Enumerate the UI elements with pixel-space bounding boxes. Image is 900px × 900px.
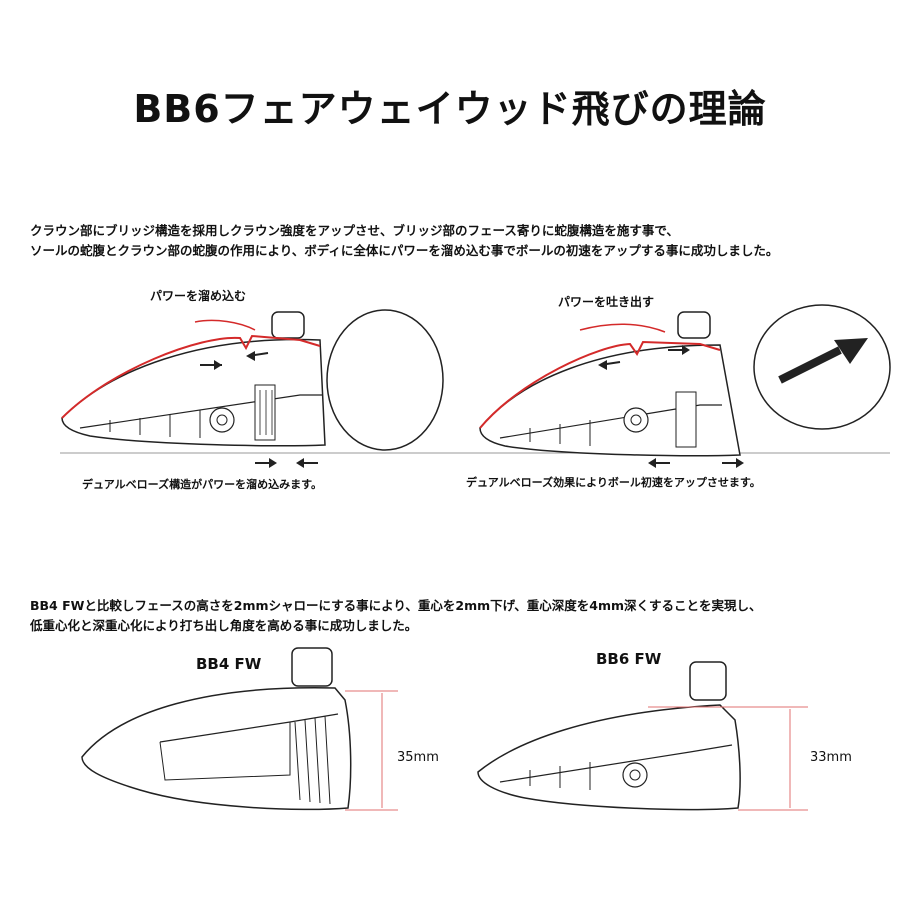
page-title: BB6フェアウェイウッド飛びの理論 (133, 87, 767, 131)
section1-text: クラウン部にブリッジ構造を採用しクラウン強度をアップさせ、ブリッジ部のフェース寄… (30, 221, 880, 261)
hosel-icon-3 (291, 647, 333, 687)
bb4-height-value: 35mm (397, 750, 439, 765)
section2-line2: 低重心化と深重心化により打ち出し角度を高める事に成功しました。 (30, 618, 418, 633)
sole-emblem-icon-3 (622, 762, 648, 788)
section1-line2: ソールの蛇腹とクラウン部の蛇腹の作用により、ボディに全体にパワーを溜め込む事でボ… (30, 243, 779, 258)
section1-line1: クラウン部にブリッジ構造を採用しクラウン強度をアップさせ、ブリッジ部のフェース寄… (30, 223, 679, 238)
launch-arrow-icon (778, 346, 842, 384)
hosel-icon (271, 311, 305, 339)
golf-ball-icon-2 (753, 304, 891, 430)
bb6-model-label: BB6 FW (596, 650, 662, 668)
hosel-icon-2 (677, 311, 711, 339)
club-head-release (479, 311, 744, 468)
release-power-label: パワーを吐き出す (558, 295, 655, 309)
dual-bellows-store-caption: デュアルベローズ構造がパワーを溜め込みます。 (82, 478, 323, 491)
bb6-height-value: 33mm (810, 750, 852, 765)
club-head-compress (61, 311, 326, 468)
golf-ball-icon (326, 309, 444, 451)
bb6-club-head (477, 661, 741, 811)
sole-emblem-icon (209, 407, 235, 433)
hosel-icon-4 (689, 661, 727, 701)
bb4-model-label: BB4 FW (196, 655, 262, 673)
bb4-club-head (81, 647, 352, 811)
section2-line1: BB4 FWと比較しフェースの高さを2mmシャローにする事により、重心を2mm下… (30, 598, 762, 613)
dual-bellows-speed-caption: デュアルベローズ効果によりボール初速をアップさせます。 (466, 476, 761, 489)
store-power-label: パワーを溜め込む (150, 289, 247, 303)
sole-emblem-icon-2 (623, 407, 649, 433)
section2-text: BB4 FWと比較しフェースの高さを2mmシャローにする事により、重心を2mm下… (30, 596, 880, 636)
